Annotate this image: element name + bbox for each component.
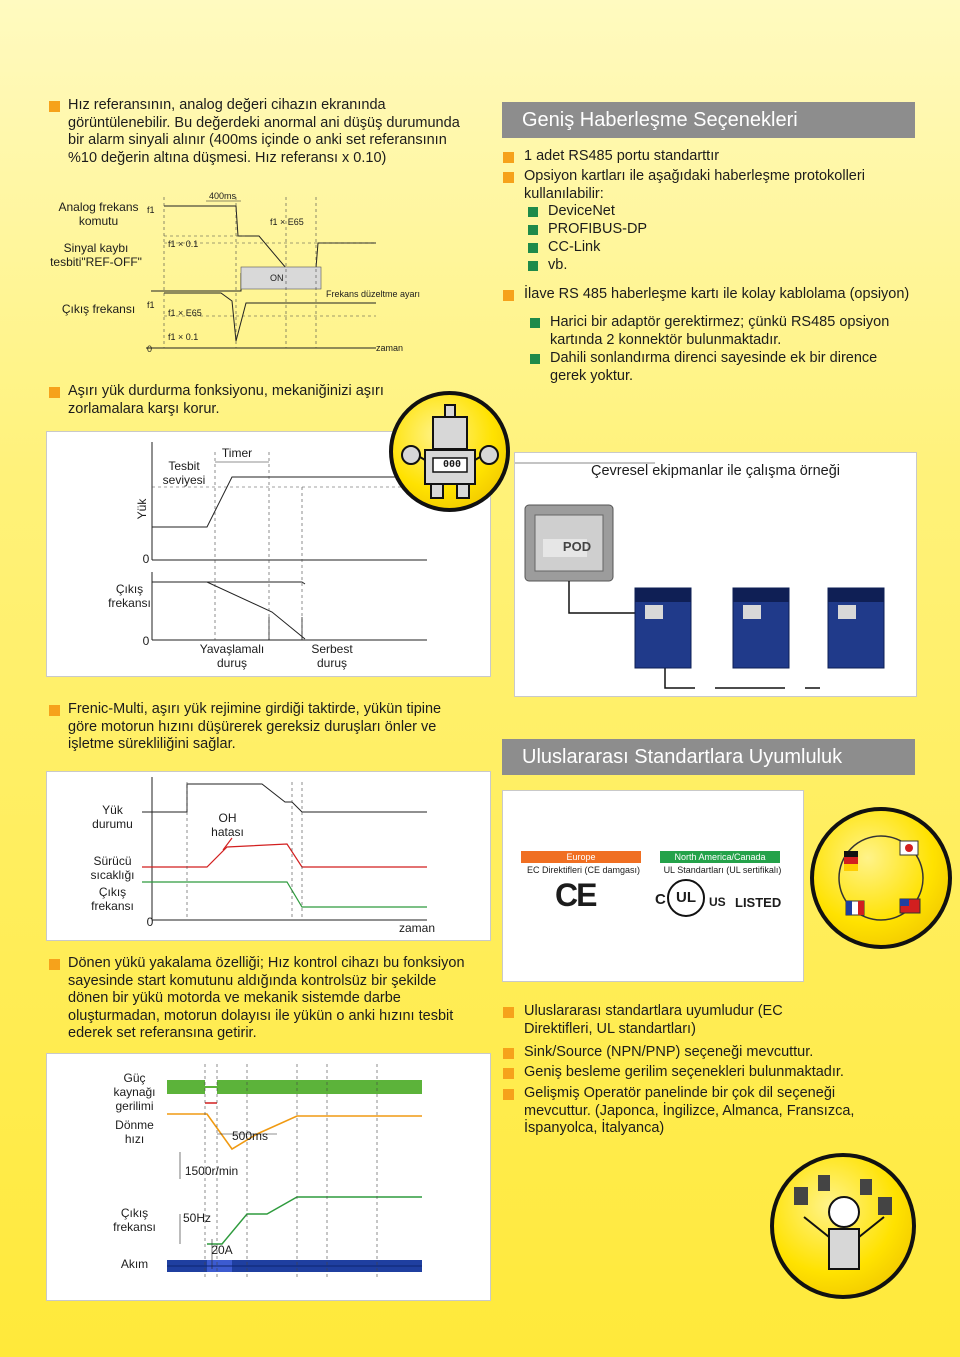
sink-source-bullet: Sink/Source (NPN/PNP) seçeneği mevcuttur… <box>524 1044 814 1060</box>
termination-text: Dahili sonlandırma direnci sayesinde ek … <box>550 350 878 384</box>
analog-command-label: Analog frekans komutu <box>58 200 139 228</box>
signal-loss-label: Sinyal kaybı tesbiti"REF-OFF" <box>50 241 142 269</box>
protocol-item: vb. <box>548 257 568 273</box>
pod-screen-label: POD <box>562 539 592 554</box>
output-frequency-label: Çıkış frekansı <box>91 885 134 913</box>
output-frequency-label: Çıkış frekansı <box>113 1206 156 1234</box>
decel-stop-label: Yavaşlamalı duruş <box>199 642 265 670</box>
detection-level-label: Tesbit seviyesi <box>162 459 206 487</box>
output-frequency-label: Çıkış frekansı <box>108 582 151 610</box>
communication-header: Geniş Haberleşme Seçenekleri <box>502 102 915 138</box>
current-label: Akım <box>120 1257 149 1271</box>
f1-label: f1 <box>147 205 155 215</box>
50hz-label: 50Hz <box>182 1211 211 1225</box>
zero-label: 0 <box>146 915 154 929</box>
zero-label: 0 <box>142 552 150 566</box>
rs485-standard-text: 1 adet RS485 portu standarttır <box>524 148 720 164</box>
intro-paragraph: Hız referansının, analog değeri cihazın … <box>68 97 460 166</box>
bullet-square <box>503 172 514 183</box>
timer-label: Timer <box>221 446 253 460</box>
ce-mark: CE <box>555 877 597 913</box>
oh-error-label: OH hatası <box>211 811 244 839</box>
1500rpm-label: 1500r/min <box>184 1164 239 1178</box>
bullet-square <box>49 959 60 970</box>
ul-c-mark: C <box>655 891 666 908</box>
bullet-square <box>503 1048 514 1059</box>
supply-voltage-bullet: Geniş besleme gerilim seçenekleri bulunm… <box>524 1064 844 1080</box>
ul-listed-mark: LISTED <box>735 895 782 910</box>
rotation-speed-label: Dönme hızı <box>115 1118 154 1146</box>
free-stop-label: Serbest duruş <box>311 642 353 670</box>
bullet-square <box>49 705 60 716</box>
power-supply-label: Güç kaynağı gerilimi <box>113 1071 156 1113</box>
overload-paragraph: Aşırı yük durdurma fonksiyonu, mekaniğin… <box>68 383 384 417</box>
ul-mark: UL <box>667 879 705 917</box>
400ms-label: 400ms <box>209 191 237 201</box>
europe-tag: Europe <box>521 851 641 863</box>
flying-start-paragraph: Dönen yükü yakalama özelliği; Hız kontro… <box>68 955 465 1041</box>
standards-bullet: Uluslararası standartlara uyumludur (EC … <box>524 1003 783 1037</box>
bullet-square <box>503 152 514 163</box>
juggler-badge <box>770 1153 916 1299</box>
bullet-square <box>49 101 60 112</box>
adjustment-label: Frekans düzeltme ayarı <box>326 289 421 299</box>
option-cards-text: Opsiyon kartları ile aşağıdaki haberleşm… <box>524 168 865 202</box>
500ms-label: 500ms <box>231 1129 269 1143</box>
equipment-title: Çevresel ekipmanlar ile çalışma örneği <box>590 463 841 479</box>
sub-bullet-square <box>528 225 538 235</box>
adapter-text: Harici bir adaptör gerektirmez; çünkü RS… <box>550 314 890 348</box>
protocol-item: PROFIBUS-DP <box>548 221 648 237</box>
extra-rs485-text: İlave RS 485 haberleşme kartı ile kolay … <box>524 286 910 302</box>
bullet-square <box>503 1089 514 1100</box>
f1xe65-label: f1 × E65 <box>270 217 304 227</box>
20a-label: 20A <box>211 1243 233 1257</box>
flying-start-diagram: Güç kaynağı gerilimi Dönme hızı 500ms 15… <box>46 1053 491 1301</box>
equipment-example-panel: Çevresel ekipmanlar ile çalışma örneği P… <box>514 452 917 697</box>
f1-label: f1 <box>147 300 155 310</box>
sub-bullet-square <box>530 318 540 328</box>
north-america-tag: North America/Canada <box>660 851 780 863</box>
ul-standards-label: UL Standartları (UL sertifikalı) <box>663 865 782 875</box>
bullet-square <box>503 290 514 301</box>
ul-us-mark: US <box>709 895 726 909</box>
sub-bullet-square <box>528 261 538 271</box>
robot-badge: 000 <box>389 391 510 512</box>
f1x01-label: f1 × 0.1 <box>168 239 199 249</box>
load-state-label: Yük durumu <box>92 803 133 831</box>
time-label: zaman <box>376 343 404 353</box>
signal-loss-diagram: Analog frekans komutu Sinyal kaybı tesbi… <box>46 183 458 365</box>
ec-directives-label: EC Direktifleri (CE damgası) <box>526 865 641 875</box>
f1x01-label: f1 × 0.1 <box>168 332 199 342</box>
on-label: ON <box>270 273 284 283</box>
frenic-paragraph: Frenic-Multi, aşırı yük rejimine girdiği… <box>68 701 442 752</box>
protocol-item: DeviceNet <box>548 203 615 219</box>
sub-bullet-square <box>528 207 538 217</box>
load-axis-label: Yük <box>135 498 149 520</box>
output-frequency-label: Çıkış frekansı <box>61 302 136 316</box>
zero-label: 0 <box>142 634 150 648</box>
standards-header: Uluslararası Standartlara Uyumluluk <box>502 739 915 775</box>
bullet-square <box>49 387 60 398</box>
robot-display: 000 <box>442 459 462 470</box>
sub-bullet-square <box>530 354 540 364</box>
protocol-item: CC-Link <box>548 239 601 255</box>
language-bullet: Gelişmiş Operatör panelinde bir çok dil … <box>524 1085 855 1136</box>
bullet-square <box>503 1068 514 1079</box>
standards-panel: Europe EC Direktifleri (CE damgası) CE N… <box>502 790 804 982</box>
bullet-square <box>503 1007 514 1018</box>
drive-temperature-label: Sürücü sıcaklığı <box>90 854 135 882</box>
time-label: zaman <box>398 921 436 935</box>
f1xe65-label: f1 × E65 <box>168 308 202 318</box>
globe-flags-badge <box>810 807 952 949</box>
zero-label: 0 <box>147 344 153 354</box>
oh-fault-diagram: Yük durumu OH hatası Sürücü sıcaklığı Çı… <box>46 771 491 941</box>
sub-bullet-square <box>528 243 538 253</box>
